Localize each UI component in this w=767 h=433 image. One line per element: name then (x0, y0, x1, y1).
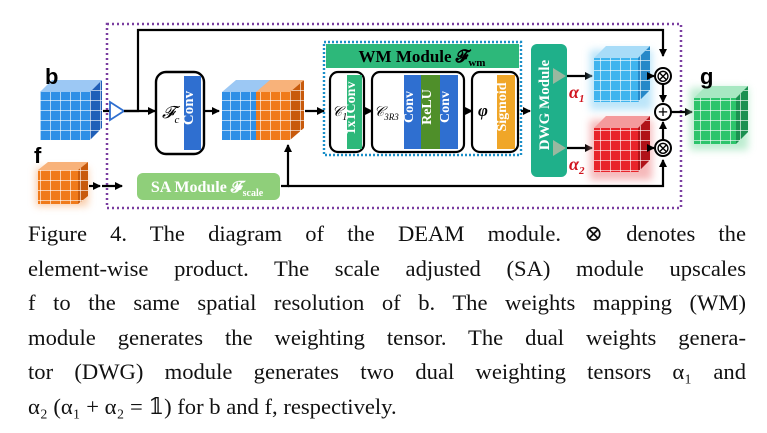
sigmoid-bar (497, 75, 515, 149)
c1-conv-bar (347, 75, 362, 149)
c3r3-conv-b-bar (440, 75, 458, 149)
sa-module (137, 173, 280, 200)
output-g-label: g (700, 64, 713, 89)
sa-to-product-line (288, 159, 667, 188)
phi-label: φ (478, 101, 488, 120)
c1-conv-label: 1x1Conv (344, 82, 359, 135)
caption-line: tor (DWG) module generates two dual weig… (28, 359, 746, 384)
input-f-cube (36, 162, 88, 206)
sum-symbol: + (658, 102, 668, 122)
input-b-cube (40, 80, 102, 140)
deam-diagram: b f 𝓕c Conv WM Module 𝓕wm 𝒞1 1x1Conv 𝒞3R… (34, 22, 748, 210)
wm-module (322, 40, 523, 157)
input-f-label: f (34, 143, 42, 168)
c3r3-conv-a-label: Conv (402, 91, 417, 123)
caption-line: f to the same spatial resolution of b. T… (28, 290, 746, 315)
dwg-label: DWG Module (537, 59, 553, 150)
c3r3-conv-a-bar (404, 75, 421, 149)
wm-title-bar (326, 44, 519, 68)
concat-cube (222, 80, 304, 140)
product-symbol-top: ⊗ (655, 66, 670, 86)
caption-line: element-wise product. The scale adjusted… (28, 255, 746, 281)
caption-line: Figure 4. The diagram of the DEAM module… (28, 221, 746, 246)
caption-line: α₂ (α₁ + α₂ = 𝟙) for b and f, respective… (28, 393, 397, 419)
output-g-cube (690, 86, 748, 150)
alpha1-label: α1 (569, 82, 584, 105)
dwg-alpha1-tab (553, 68, 566, 84)
fc-conv-bar (184, 76, 201, 150)
alpha2-label: α2 (569, 154, 585, 177)
deam-frame (105, 22, 683, 210)
fc-conv-label: Conv (181, 90, 197, 125)
product-symbol-bottom: ⊗ (655, 138, 670, 158)
alpha1-cube (590, 46, 652, 110)
c3r3-relu-bar (421, 75, 440, 149)
alpha2-cube (590, 116, 652, 180)
figure-caption: Figure 4. The diagram of the DEAM module… (28, 217, 746, 424)
c3r3-conv-b-label: Conv (438, 91, 453, 123)
sa-to-concat-arrow (281, 144, 292, 188)
input-b-label: b (45, 64, 58, 89)
c3r3-relu-label: ReLU (420, 89, 435, 125)
wm-title: WM Module 𝓕wm (359, 47, 486, 69)
sigmoid-label: Sigmoid (495, 82, 510, 131)
caption-line: module generates the weighting tensor. T… (28, 324, 746, 350)
sa-title: SA Module 𝓕scale (151, 179, 264, 199)
split-triangle (109, 100, 126, 122)
dwg-alpha2-tab (553, 140, 566, 156)
